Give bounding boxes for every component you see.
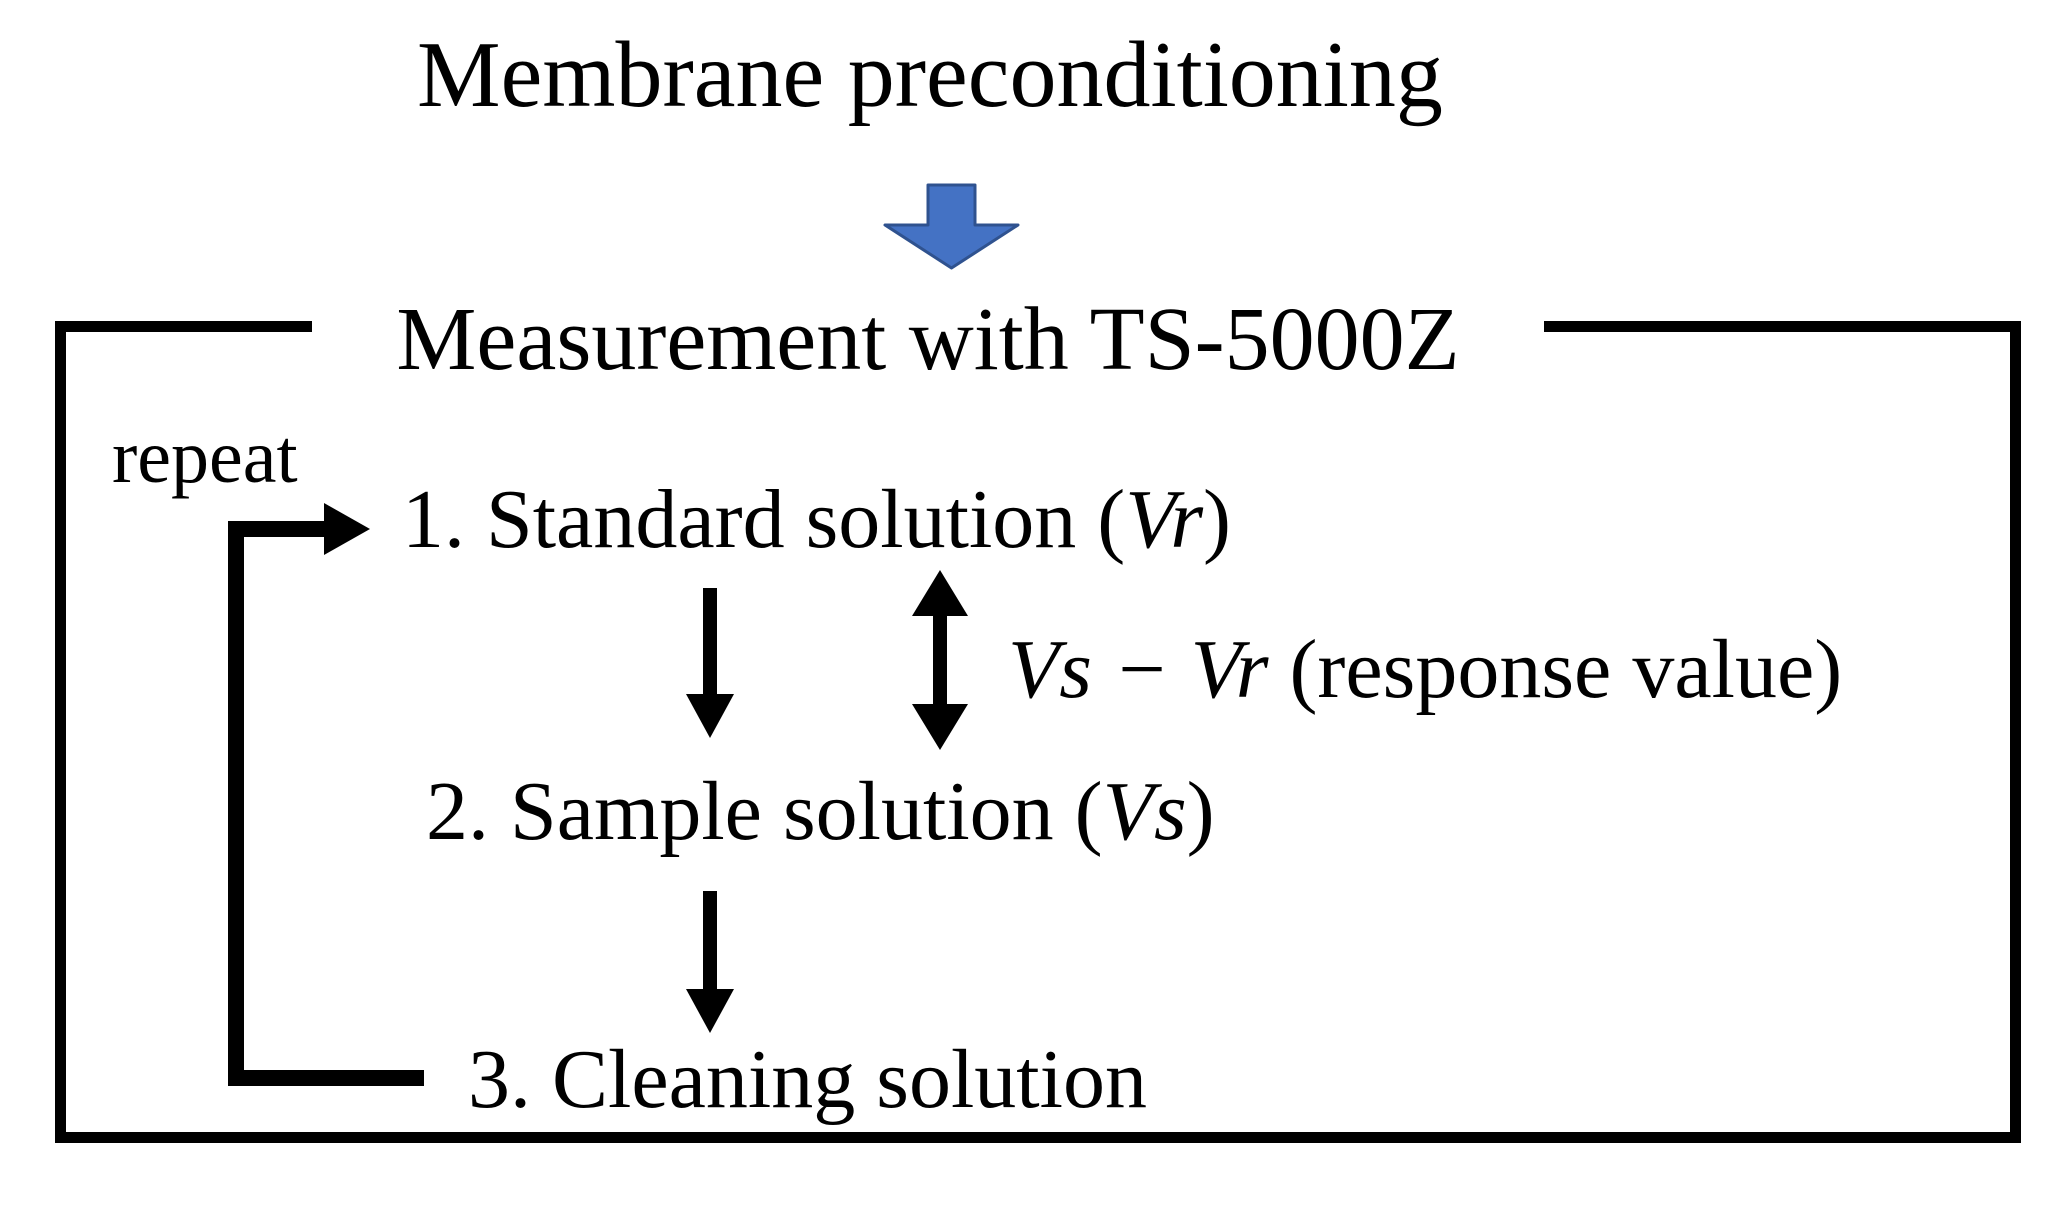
repeat-label: repeat [112, 415, 298, 499]
step-standard-solution: 1. Standard solution (Vr) [402, 473, 1232, 566]
step1-variable: Vr [1125, 473, 1204, 566]
response-caption: (response value) [1268, 623, 1843, 716]
up-down-arrow-icon [912, 570, 968, 750]
step2-text: 2. Sample solution ( [426, 765, 1103, 858]
response-expression: Vs − Vr [1008, 623, 1269, 716]
box-title-gap [312, 312, 1544, 342]
measurement-box [55, 321, 2021, 1143]
repeat-loop-arrowhead-icon [324, 503, 370, 555]
step2-variable: Vs [1102, 765, 1187, 858]
step-sample-solution: 2. Sample solution (Vs) [426, 765, 1215, 858]
down-arrow-icon [686, 588, 734, 738]
step1-suffix: ) [1203, 473, 1232, 566]
step2-suffix: ) [1186, 765, 1215, 858]
repeat-loop-vertical-line [228, 521, 244, 1086]
step1-text: 1. Standard solution ( [402, 473, 1126, 566]
response-value-label: Vs − Vr (response value) [1008, 623, 1843, 716]
down-arrow-icon [686, 891, 734, 1033]
step3-text: 3. Cleaning solution [468, 1033, 1147, 1126]
figure-title: Membrane preconditioning [417, 23, 1443, 127]
step-cleaning-solution: 3. Cleaning solution [468, 1033, 1147, 1126]
repeat-loop-bottom-line [228, 1070, 424, 1086]
down-block-arrow-icon [883, 183, 1020, 270]
repeat-loop-arrow-icon [228, 521, 328, 537]
measurement-box-title: Measurement with TS-5000Z [396, 290, 1460, 389]
